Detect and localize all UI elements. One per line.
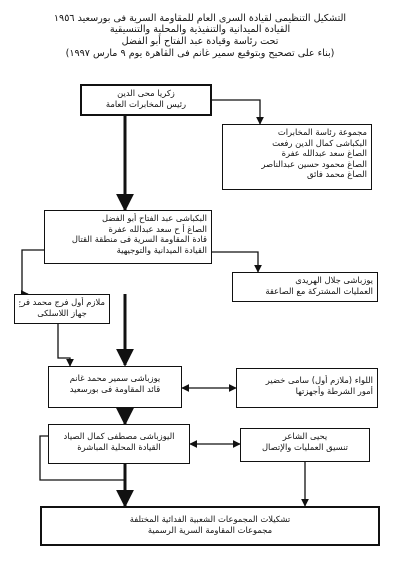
abulfadl-role-2: القيادة الميدانية والتوجيهية: [116, 244, 207, 255]
abulfadl-name: البكباشى عبد الفتاح أبو الفضل: [102, 213, 207, 223]
arrow-left-feed: [39, 435, 125, 481]
shaer-name: يحيى الشاعر: [282, 431, 328, 441]
chart-title-line-1: التشكيل التنظيمى لقيادة السرى العام للمق…: [53, 13, 347, 24]
sayyad-role: القيادة المحلية المباشرة: [77, 441, 161, 452]
jalal-name: يوزباشى جلال الهريدى: [295, 275, 373, 285]
box-sayyad: اليوزباشى مصطفى كمال الصياد القيادة المح…: [48, 424, 190, 464]
box-popular-groups: تشكيلات المجموعات الشعبية الفدائية المخت…: [40, 506, 380, 546]
arrow-wireless-to-ghanem: [57, 324, 74, 367]
wireless-role: جهاز اللاسلكى: [37, 307, 87, 318]
box-shaer: يحيى الشاعر تنسيق العمليات والإتصال: [240, 428, 370, 462]
box-jalal: يوزباشى جلال الهريدى العمليات المشتركة م…: [232, 272, 378, 302]
arrow-to-jalal: [212, 251, 262, 273]
groups-line-2: مجموعات المقاومة السرية الرسمية: [147, 524, 273, 535]
box-wireless: ملازم أول فرج محمد فرج جهاز اللاسلكى: [14, 294, 110, 324]
intelligence-heading: مجموعة رئاسة المخابرات: [277, 127, 367, 137]
jalal-role: العمليات المشتركة مع الصاعقة: [265, 285, 373, 296]
intelligence-member-3: الصاغ محمود حسين عبدالناصر: [261, 158, 367, 169]
box-khodeir: اللواء (ملازم أول) سامى خضير أمور الشرطة…: [236, 368, 378, 408]
shaer-role: تنسيق العمليات والإتصال: [261, 441, 349, 452]
intelligence-member-2: الصاغ سعد عبدالله عفرة: [281, 148, 367, 159]
box-intelligence-group: مجموعة رئاسة المخابرات البكباشى كمال الد…: [222, 124, 372, 190]
wireless-name: ملازم أول فرج محمد فرج: [19, 297, 105, 307]
khodeir-role: أمور الشرطة وأجهزتها: [295, 385, 373, 396]
sayyad-name: اليوزباشى مصطفى كمال الصياد: [63, 431, 175, 441]
intelligence-member-1: البكباشى كمال الدين رفعت: [272, 137, 367, 148]
box-abulfadl: البكباشى عبد الفتاح أبو الفضل الصاغ أ ح …: [44, 210, 212, 264]
chart-title-line-4: (بناء على تصحيح وبتوقيع سمير غانم فى الق…: [65, 48, 335, 59]
chart-title-line-3: تحت رئاسة وقيادة عبد الفتاح أبو الفضل: [121, 36, 279, 47]
khodeir-name: اللواء (ملازم أول) سامى خضير: [265, 375, 373, 385]
zakaria-name: زكريا محى الدين: [117, 88, 175, 98]
groups-line-1: تشكيلات المجموعات الشعبية الفدائية المخت…: [129, 514, 291, 524]
box-ghanem: يوزباشى سمير محمد غانم قائد المقاومة فى …: [48, 366, 182, 408]
abulfadl-role-1: قادة المقاومة السرية فى منطقة القتال: [71, 234, 207, 245]
ghanem-role: قائد المقاومة فى بورسعيد: [69, 383, 161, 394]
ghanem-name: يوزباشى سمير محمد غانم: [69, 373, 161, 383]
arrow-to-intelligence: [212, 99, 264, 125]
zakaria-title: رئيس المخابرات العامة: [105, 98, 187, 109]
arrow-to-wireless: [20, 249, 44, 298]
chart-title-line-2: القيادة الميدانية والتنفيذية والمحلية وا…: [109, 24, 291, 35]
intelligence-member-4: الصاغ محمد فائق: [306, 169, 367, 180]
abulfadl-deputy: الصاغ أ ح سعد عبدالله عفرة: [108, 223, 208, 234]
box-zakaria: زكريا محى الدين رئيس المخابرات العامة: [80, 84, 212, 116]
